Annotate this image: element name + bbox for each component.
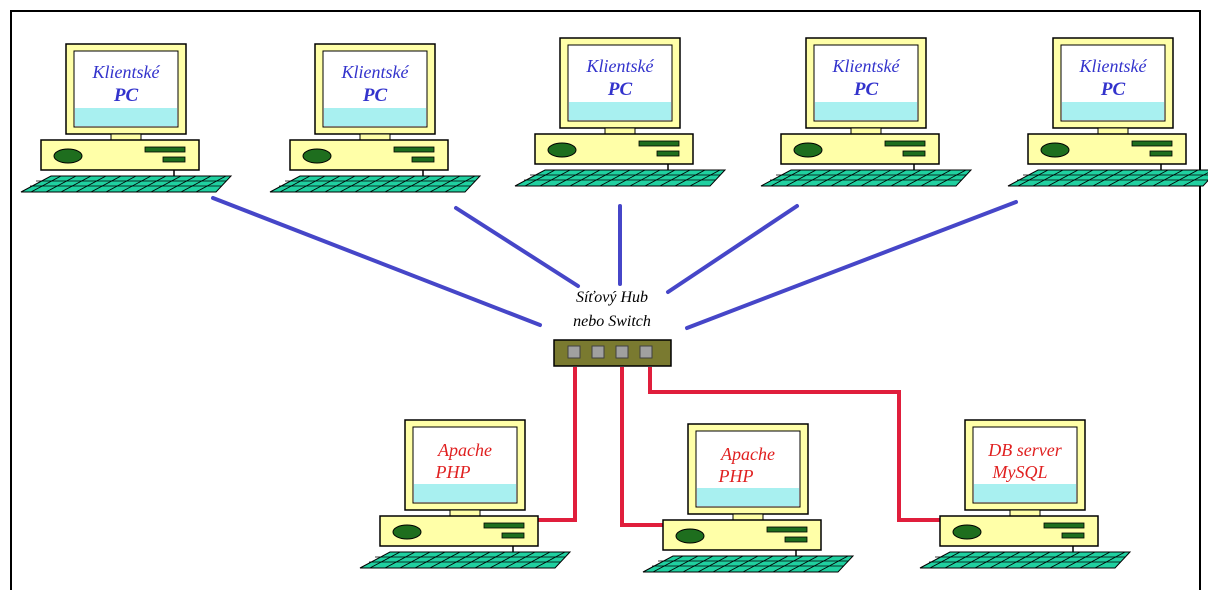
client-label-line1: Klientské: [1079, 56, 1148, 76]
hub-label-line2: nebo Switch: [573, 313, 651, 330]
client-label-line2: PC: [853, 79, 879, 100]
server-link-2: [620, 367, 664, 527]
hub-port-1: [567, 345, 581, 359]
client-pc-2: Klientské PC: [269, 43, 481, 193]
server-link-1: [538, 367, 577, 522]
client-pc-5: Klientské PC: [1007, 37, 1208, 187]
client-label-line1: Klientské: [832, 56, 901, 76]
client-label-line2: PC: [607, 79, 633, 100]
client-link-2: [454, 206, 580, 288]
network-hub: Síťový Hub nebo Switch: [553, 289, 672, 367]
server-pc-2: Apache PHP: [642, 423, 854, 573]
hub-port-4: [639, 345, 653, 359]
client-label-line1: Klientské: [341, 62, 410, 82]
server-label-line2: PHP: [718, 466, 754, 486]
server-label-line1: Apache: [437, 440, 492, 460]
hub-port-3: [615, 345, 629, 359]
hub-label-line1: Síťový Hub: [576, 289, 648, 306]
client-label-line2: PC: [1100, 79, 1126, 100]
server-label-line1: DB server: [987, 440, 1062, 460]
server-links: [538, 367, 943, 527]
diagram-frame: [10, 10, 1201, 590]
client-label-line1: Klientské: [586, 56, 655, 76]
client-pc-3: Klientské PC: [514, 37, 726, 187]
server-pc-1: Apache PHP: [359, 419, 571, 569]
client-label-line1: Klientské: [92, 62, 161, 82]
client-link-4: [666, 204, 799, 294]
client-link-5: [685, 200, 1018, 330]
client-label-line2: PC: [362, 85, 388, 106]
client-pc-1: Klientské PC: [20, 43, 232, 193]
client-pc-4: Klientské PC: [760, 37, 972, 187]
server-label-line2: PHP: [435, 462, 471, 482]
server-label-line1: Apache: [720, 444, 775, 464]
client-label-line2: PC: [113, 85, 139, 106]
client-links: [211, 196, 1018, 330]
server-pc-3: DB server MySQL: [919, 419, 1131, 569]
server-link-3: [648, 367, 943, 522]
server-label-line2: MySQL: [992, 462, 1048, 482]
hub-port-2: [591, 345, 605, 359]
client-link-1: [211, 196, 542, 327]
